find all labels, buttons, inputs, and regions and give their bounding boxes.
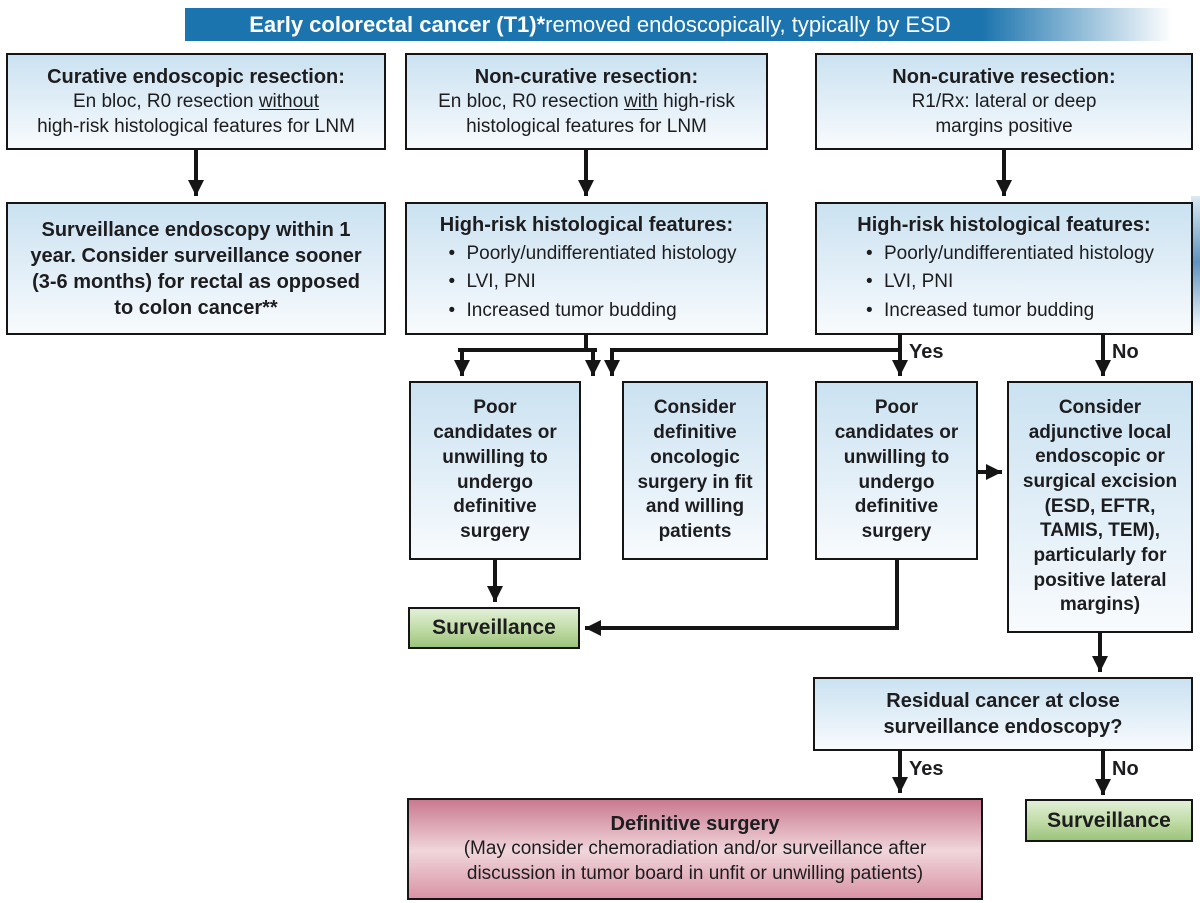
box-body: R1/Rx: lateral or deep margins positive: [911, 90, 1097, 137]
box-body: Residual cancer at close surveillance en…: [883, 690, 1123, 738]
box-residual-cancer-question: Residual cancer at close surveillance en…: [813, 677, 1193, 751]
box-noncurative-r0: Non-curative resection: En bloc, R0 rese…: [405, 53, 768, 150]
label-yes-bottom: Yes: [909, 758, 944, 780]
box-body: Surveillance endoscopy within 1 year. Co…: [30, 218, 362, 319]
label-no-bottom: No: [1112, 758, 1139, 780]
bullet-item: Increased tumor budding: [860, 297, 1154, 326]
box-title: Non-curative resection:: [474, 65, 699, 88]
box-title: Definitive surgery: [610, 813, 780, 836]
bullet-item: LVI, PNI: [860, 268, 1154, 297]
box-surveillance-endoscopy: Surveillance endoscopy within 1 year. Co…: [6, 202, 386, 335]
banner-title-bold: Early colorectal cancer (T1)*: [249, 11, 546, 37]
bullet-item: LVI, PNI: [442, 268, 736, 297]
box-title: Non-curative resection:: [892, 65, 1116, 88]
box-surveillance-outcome-bottom: Surveillance: [1025, 799, 1193, 842]
label-no-top: No: [1112, 341, 1139, 363]
box-poor-candidates-right: Poor candidates or unwilling to undergo …: [815, 381, 978, 560]
box-noncurative-r1rx: Non-curative resection: R1/Rx: lateral o…: [815, 53, 1193, 150]
underlined-word: with: [624, 90, 658, 112]
banner-title-rest: removed endoscopically, typically by ESD: [545, 11, 951, 37]
box-poor-candidates-left: Poor candidates or unwilling to undergo …: [409, 381, 581, 560]
bullet-item: Poorly/undifferentiated histology: [860, 240, 1154, 269]
box-definitive-surgery: Definitive surgery (May consider chemora…: [407, 798, 983, 900]
box-body: (May consider chemoradiation and/or surv…: [463, 838, 927, 884]
bullet-list: Poorly/undifferentiated histology LVI, P…: [854, 240, 1154, 326]
box-title: Curative endoscopic resection:: [47, 65, 345, 88]
right-edge-accent: [1191, 196, 1200, 334]
box-surveillance-outcome-mid: Surveillance: [408, 607, 580, 649]
flowchart-title-banner: Early colorectal cancer (T1)* removed en…: [185, 8, 1193, 41]
box-title: High-risk histological features:: [439, 213, 734, 236]
bullet-item: Poorly/undifferentiated histology: [442, 240, 736, 269]
box-high-risk-features-mid: High-risk histological features: Poorly/…: [405, 202, 768, 335]
bullet-list: Poorly/undifferentiated histology LVI, P…: [436, 240, 736, 326]
box-consider-oncologic-surgery: Consider definitive oncologic surgery in…: [622, 381, 768, 560]
box-consider-adjunctive-excision: Consider adjunctive local endoscopic or …: [1007, 381, 1193, 633]
box-curative-resection: Curative endoscopic resection: En bloc, …: [6, 53, 386, 150]
bullet-item: Increased tumor budding: [442, 297, 736, 326]
box-high-risk-features-right: High-risk histological features: Poorly/…: [815, 202, 1193, 335]
box-title: High-risk histological features:: [857, 213, 1151, 236]
box-body: En bloc, R0 resection with high-risk his…: [438, 90, 735, 137]
label-yes-top: Yes: [909, 341, 944, 363]
underlined-word: without: [258, 90, 320, 112]
